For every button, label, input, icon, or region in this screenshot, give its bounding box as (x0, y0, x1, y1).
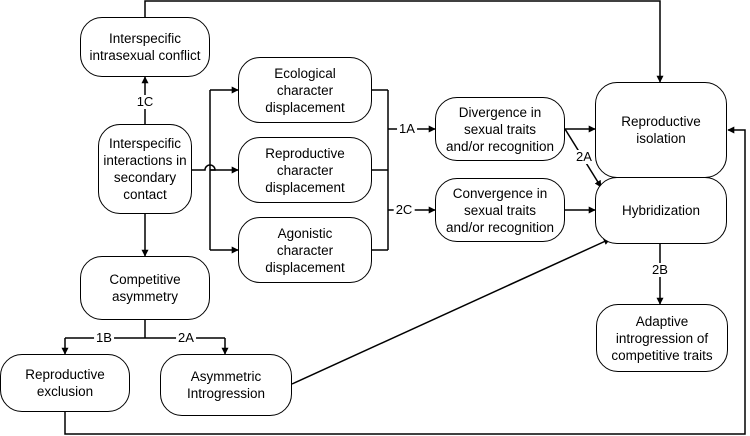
node-reproductive-isolation: Reproductive isolation (595, 82, 727, 178)
edge-introgression-to-hybridization (291, 238, 611, 385)
node-convergence: Convergence in sexual traits and/or reco… (435, 178, 565, 242)
edge-label-2a-bottom: 2A (176, 330, 196, 345)
edge-label-1c: 1C (134, 94, 156, 109)
node-hybridization: Hybridization (595, 177, 727, 244)
node-reproductive-exclusion: Reproductive exclusion (0, 354, 130, 412)
node-competitive-asymmetry: Competitive asymmetry (80, 256, 210, 320)
node-asymmetric-introgression: Asymmetric Introgression (160, 354, 292, 416)
node-divergence: Divergence in sexual traits and/or recog… (435, 97, 565, 161)
node-reproductive-character-displacement: Reproductive character displacement (238, 137, 372, 203)
edge-label-2a-right: 2A (574, 149, 594, 164)
edge-label-2c: 2C (393, 202, 415, 217)
node-ecological-character-displacement: Ecological character displacement (238, 57, 372, 123)
node-interspecific-interactions: Interspecific interactions in secondary … (98, 124, 192, 214)
edge-label-2b: 2B (650, 262, 670, 277)
node-interspecific-intrasexual-conflict: Interspecific intrasexual conflict (80, 17, 210, 77)
node-adaptive-introgression: Adaptive introgression of competitive tr… (596, 304, 728, 372)
edge-label-1b: 1B (94, 330, 114, 345)
edge-label-1a: 1A (397, 121, 417, 136)
edge-conflict-to-isolation (144, 0, 664, 83)
node-agonistic-character-displacement: Agonistic character displacement (238, 217, 372, 283)
edge-exclusion-to-isolation (64, 126, 746, 435)
